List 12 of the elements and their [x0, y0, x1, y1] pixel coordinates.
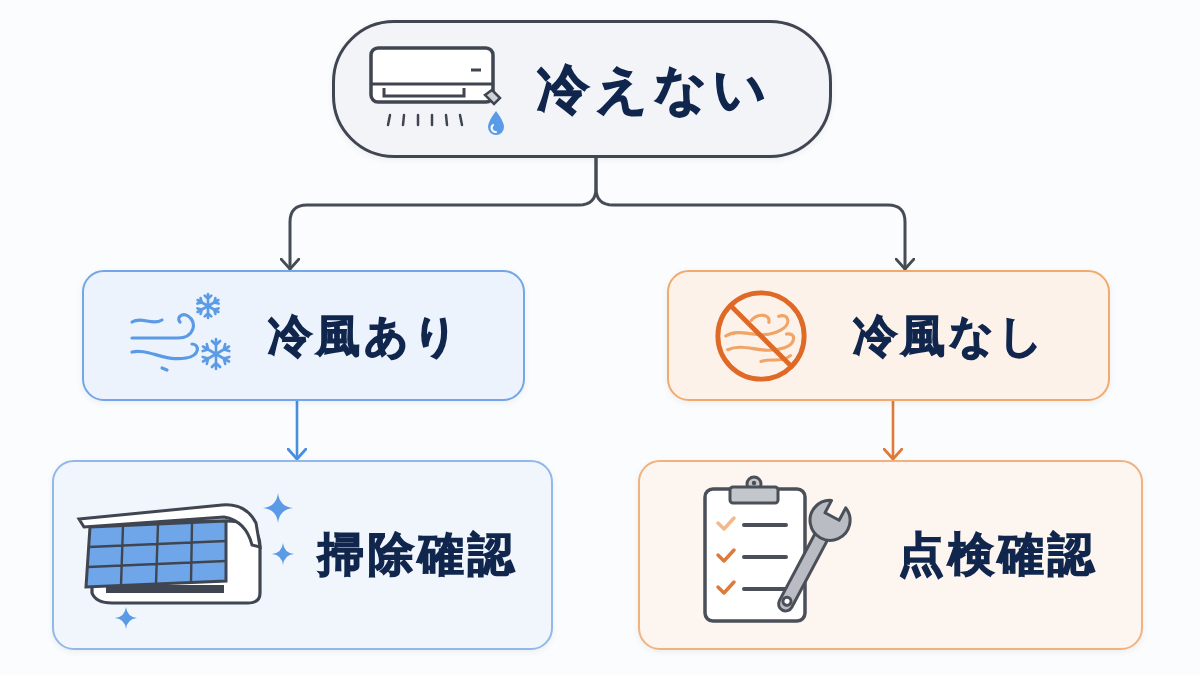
branch-box: [82, 270, 525, 401]
branch-box: [667, 270, 1110, 401]
action-box: [52, 460, 553, 650]
box-title: 掃除確認: [317, 527, 518, 583]
arrow: [882, 399, 904, 461]
arrow: [594, 156, 916, 271]
box-title: 冷風あり: [267, 309, 462, 362]
action-box: [638, 460, 1143, 650]
box-title: 点検確認: [897, 527, 1098, 583]
arrow: [286, 399, 308, 461]
box-title: 冷えない: [537, 57, 772, 121]
box-title: 冷風なし: [852, 309, 1047, 362]
